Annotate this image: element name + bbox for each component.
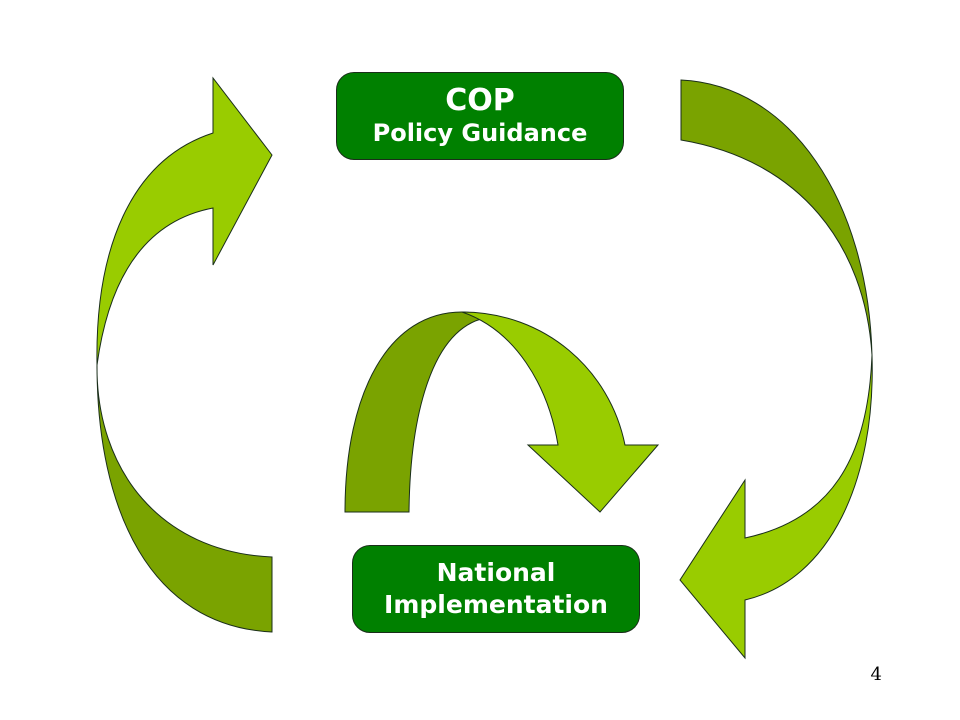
national-implementation-box: National Implementation <box>352 545 640 633</box>
curved-arrow-right-down-icon <box>679 79 873 660</box>
left-arrow-front <box>96 76 273 366</box>
page-number: 4 <box>870 664 882 685</box>
curved-arrow-center-down-icon <box>344 311 660 513</box>
implementation-label: Implementation <box>384 590 608 619</box>
national-label: National <box>436 558 556 587</box>
left-arrow-back-band <box>96 364 273 633</box>
cop-policy-guidance-box: COP Policy Guidance <box>336 72 624 160</box>
policy-guidance-label: Policy Guidance <box>372 119 588 147</box>
curved-arrow-left-up-icon <box>96 76 273 633</box>
center-arrow-back-band <box>344 311 487 513</box>
cop-title: COP <box>445 83 515 118</box>
right-arrow-front <box>679 354 873 660</box>
center-arrow-front <box>461 311 660 513</box>
right-arrow-back-band <box>680 79 873 356</box>
